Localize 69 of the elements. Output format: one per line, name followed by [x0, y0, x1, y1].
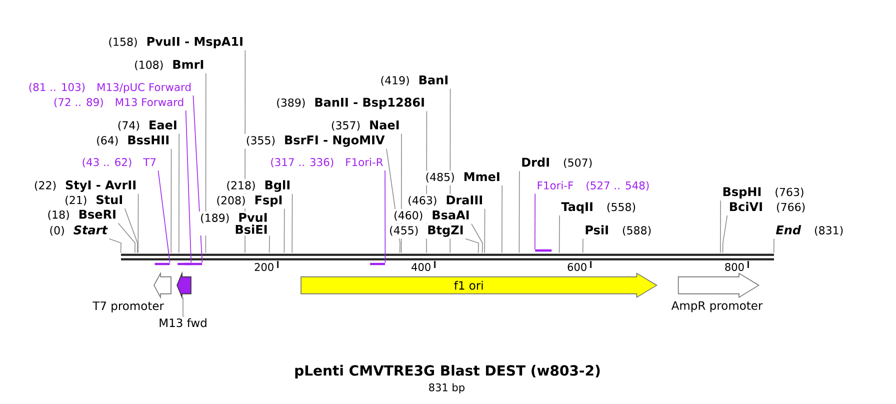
- scale-number: 400: [412, 263, 430, 271]
- leader-line: [534, 193, 536, 250]
- primer-bar: [184, 262, 202, 266]
- leader-line: [720, 200, 721, 254]
- dna-backbone: [121, 254, 774, 260]
- site-label: (189) PvuI BsiEI: [198, 212, 270, 236]
- scale-number: 200: [254, 263, 274, 271]
- site-label: (21) StuI: [63, 194, 125, 208]
- leader-line: [384, 170, 386, 264]
- leader-line: [284, 208, 285, 254]
- site-label: (18) BseRI: [46, 208, 118, 223]
- leader-line: [158, 170, 170, 264]
- feature-block: f1 ori: [300, 272, 658, 298]
- site-label: (485) MmeI: [424, 170, 502, 186]
- site-label: (460) BsaAI: [392, 209, 472, 224]
- leader-line: [170, 148, 172, 254]
- site-label: DrdI (507): [520, 156, 594, 171]
- feature-label: AmpR promoter: [671, 301, 763, 312]
- site-label: (218) BglI: [224, 179, 292, 194]
- site-label: (158) PvuII - MspA1I: [106, 36, 245, 50]
- leader-line: [182, 297, 184, 318]
- site-label: BspHI (763): [720, 186, 806, 200]
- leader-line: [268, 235, 270, 254]
- leader-line: [465, 238, 479, 254]
- primer-bar: [535, 249, 552, 252]
- site-label: (64) BssHII: [94, 134, 172, 149]
- leader-line: [484, 208, 486, 254]
- leader-line: [118, 222, 136, 254]
- site-label: (357) NaeI: [329, 119, 402, 134]
- feature-block: [176, 271, 192, 300]
- leader-line: [185, 110, 192, 264]
- site-label: (0) Start: [48, 224, 109, 239]
- site-label: (22) StyI - AvrII: [32, 179, 138, 194]
- site-label: End (831): [774, 224, 846, 239]
- primer-bar: [370, 262, 385, 266]
- site-label: (455) BtgZI: [388, 224, 466, 239]
- site-label: TaqII (558): [560, 200, 638, 216]
- site-label: BciVI (766): [727, 200, 808, 216]
- leader-line: [722, 215, 728, 254]
- primer-label: (72 .. 89) M13 Forward: [52, 96, 186, 110]
- leader-line: [582, 238, 584, 254]
- leader-line: [138, 193, 139, 254]
- feature-label: T7 promoter: [92, 302, 164, 312]
- site-label: PsiI (588): [583, 224, 654, 239]
- leader-line: [292, 193, 293, 254]
- leader-line: [773, 238, 774, 254]
- primer-bar: [154, 262, 170, 266]
- primer-label: (81 .. 103) M13/pUC Forward: [26, 80, 193, 96]
- scale-number: 600: [568, 263, 586, 271]
- site-label: (355) BsrFI - NgoMIV: [244, 134, 386, 149]
- scale-number: 800: [725, 263, 744, 271]
- leader-line: [124, 208, 138, 254]
- leader-line: [178, 133, 180, 254]
- site-label: (389) BanII - Bsp1286I: [274, 96, 426, 111]
- map-subtitle: 831 bp: [429, 383, 464, 394]
- site-label: (74) EaeI: [116, 119, 179, 134]
- site-label: (419) BanI: [378, 74, 450, 89]
- primer-label: (43 .. 62) T7: [80, 156, 158, 170]
- primer-label: F1ori-F (527 .. 548): [535, 179, 652, 194]
- feature-label: M13 fwd: [160, 318, 206, 328]
- leader-line: [471, 223, 483, 254]
- site-label: (208) FspI: [214, 194, 284, 209]
- map-title: pLenti CMVTRE3G Blast DEST (w803-2): [295, 364, 600, 378]
- leader-line: [558, 215, 560, 254]
- leader-line: [518, 170, 520, 254]
- site-label: (463) DraIII: [406, 194, 485, 209]
- leader-line: [108, 238, 122, 254]
- primer-label: (317 .. 336) F1ori-R: [268, 156, 385, 170]
- site-label: (108) BmrI: [132, 58, 206, 74]
